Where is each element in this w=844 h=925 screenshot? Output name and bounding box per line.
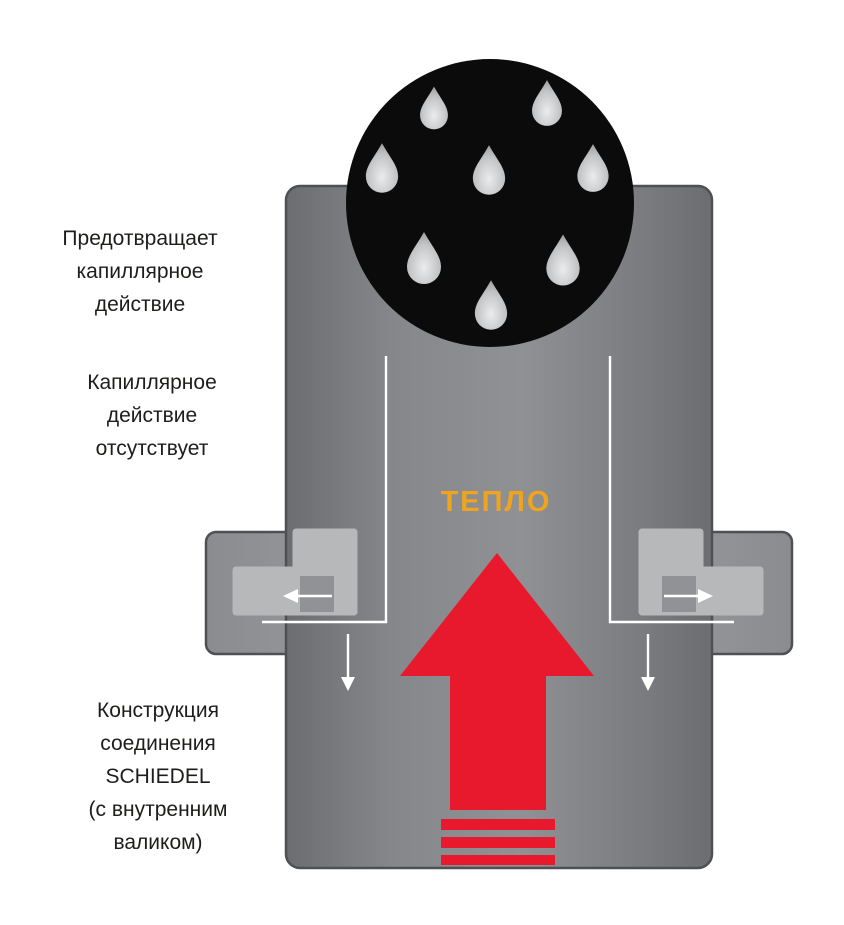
drain-arrow-right xyxy=(664,589,713,603)
label-joint-construction: Конструкция соединения SCHIEDEL (с внутр… xyxy=(88,699,228,854)
heat-bar-2 xyxy=(441,837,555,848)
drip-arrow-left xyxy=(341,634,355,691)
heat-arrow xyxy=(400,553,594,810)
bead-notch-right xyxy=(662,576,696,612)
inner-wall-line-right xyxy=(608,356,734,624)
heat-bar-3 xyxy=(441,855,555,865)
heat-label: ТЕПЛО xyxy=(440,486,552,518)
heat-bar-1 xyxy=(441,819,555,830)
label-prevents-capillary: Предотвращает капиллярное действие xyxy=(62,227,218,316)
bead-notch-left xyxy=(300,576,334,612)
label-no-capillary: Капиллярное действие отсутствует xyxy=(87,371,217,460)
drain-arrow-left xyxy=(283,589,332,603)
inner-wall-line-left xyxy=(262,356,388,624)
drip-arrow-right xyxy=(641,634,655,691)
